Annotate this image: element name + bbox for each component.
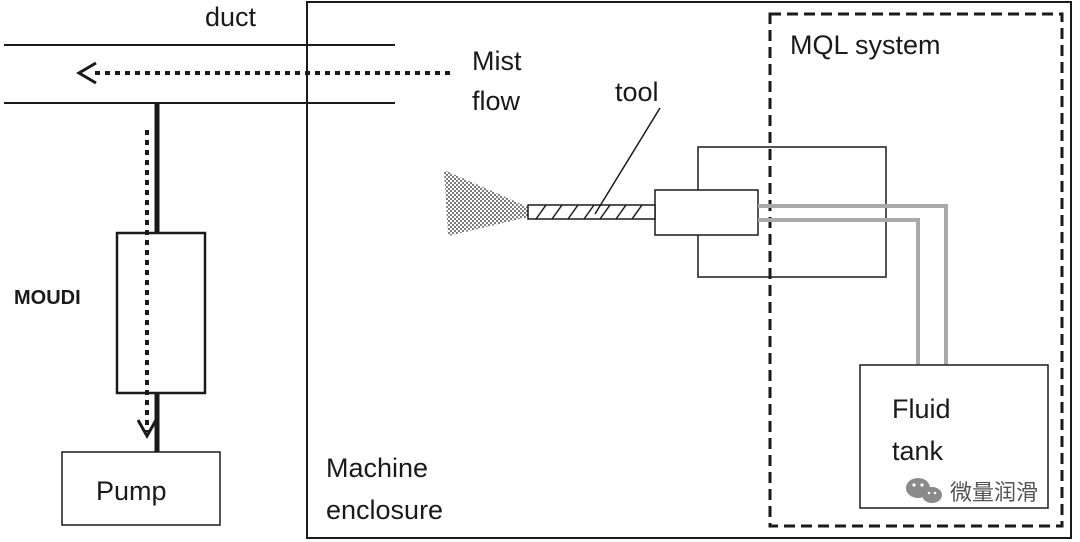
sampling-flow-arrow <box>136 130 158 440</box>
machine-enclosure-label-line2: enclosure <box>326 495 443 525</box>
fluid-tank-label-line2: tank <box>892 436 944 466</box>
watermark: 微量润滑 <box>906 478 1038 506</box>
machine-enclosure <box>306 1 1072 539</box>
mist-flow-arrow <box>76 61 450 85</box>
duct <box>4 44 395 104</box>
mist-flow-label-line1: Mist <box>472 46 522 76</box>
moudi-label: MOUDI <box>14 287 81 309</box>
fluid-tank-label-line1: Fluid <box>892 394 951 424</box>
mist-spray <box>444 170 528 236</box>
tool-leader-line <box>594 107 661 215</box>
fluid-supply-lines <box>758 204 948 365</box>
mist-flow-label-line2: flow <box>472 86 521 116</box>
tool-holder <box>654 189 759 236</box>
moudi-box <box>115 231 207 395</box>
tool-label: tool <box>615 77 659 107</box>
watermark-text: 微量润滑 <box>950 481 1038 506</box>
fluid-tank <box>859 364 1049 509</box>
duct-label: duct <box>205 2 257 32</box>
wechat-icon <box>906 478 942 503</box>
machine-enclosure-label-line1: Machine <box>326 453 428 483</box>
tool <box>527 204 656 220</box>
pump-label: Pump <box>96 476 167 506</box>
mql-system-label: MQL system <box>790 30 941 60</box>
pump-box <box>61 451 221 526</box>
mql-system-boundary <box>768 12 1064 528</box>
